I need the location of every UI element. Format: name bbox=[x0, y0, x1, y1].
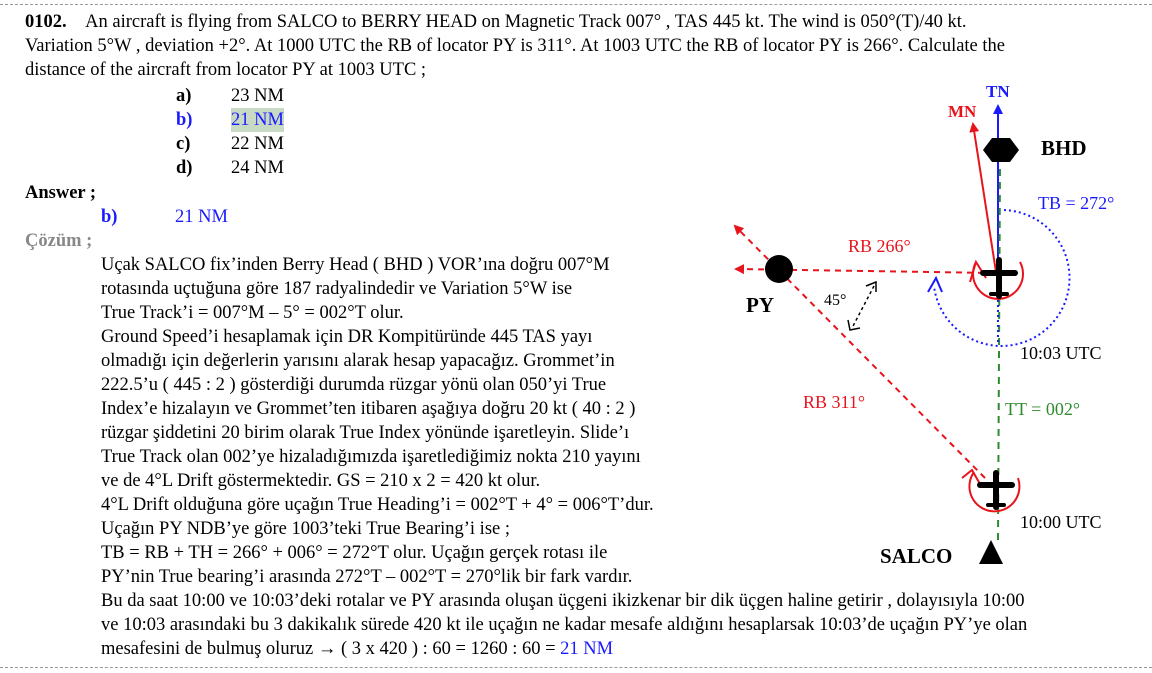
rb311-label: RB 311° bbox=[803, 392, 865, 412]
rb311-line bbox=[733, 224, 986, 479]
solution-last-prefix: mesafesini de bulmuş oluruz → ( 3 x 420 … bbox=[101, 639, 561, 659]
py-ndb-icon bbox=[765, 255, 793, 283]
solution-line: Ground Speed’i hesaplamak için DR Kompit… bbox=[101, 327, 593, 347]
bhd-vor-icon bbox=[983, 138, 1019, 162]
question-line-3: distance of the aircraft from locator PY… bbox=[25, 60, 427, 80]
true-track-line bbox=[997, 164, 1001, 541]
tb-arc-arrow bbox=[927, 275, 943, 293]
option-a-text: 23 NM bbox=[231, 86, 284, 106]
solution-line: Uçak SALCO fix’inden Berry Head ( BHD ) … bbox=[101, 255, 610, 275]
solution-line: 4°L Drift olduğuna göre uçağın True Head… bbox=[101, 495, 654, 515]
solution-line: ve de 4°L Drift göstermektedir. GS = 210… bbox=[101, 471, 541, 491]
tn-label: TN bbox=[986, 82, 1010, 101]
navigation-diagram: TN MN BHD TB = 272° RB 266° PY 45° 10:03… bbox=[733, 82, 1114, 568]
question-line-1: 0102. An aircraft is flying from SALCO t… bbox=[25, 10, 967, 34]
magnetic-north-line bbox=[969, 122, 997, 273]
solution-label: Çözüm ; bbox=[25, 231, 93, 251]
salco-label: SALCO bbox=[880, 544, 952, 568]
option-c-letter: c) bbox=[176, 134, 191, 154]
solution-result: 21 NM bbox=[560, 639, 614, 659]
time-1003-label: 10:03 UTC bbox=[1020, 343, 1102, 363]
solution-line: Bu da saat 10:00 ve 10:03’deki rotalar v… bbox=[101, 591, 1025, 611]
solution-line: 222.5’u ( 445 : 2 ) gösterdiği durumda r… bbox=[101, 375, 607, 395]
answer-letter: b) bbox=[101, 207, 118, 227]
solution-last-line: mesafesini de bulmuş oluruz → ( 3 x 420 … bbox=[101, 637, 613, 661]
option-a-letter: a) bbox=[176, 86, 192, 106]
aircraft-1003-icon bbox=[980, 257, 1018, 299]
solution-line: Index’e hizalayın ve Grommet’ten itibare… bbox=[101, 399, 636, 419]
solution-line: True Track olan 002’ye hizaladığımızda i… bbox=[101, 447, 641, 467]
top-divider bbox=[0, 4, 1152, 5]
bhd-label: BHD bbox=[1041, 136, 1087, 160]
angle-45-line bbox=[851, 285, 875, 329]
answer-text: 21 NM bbox=[175, 207, 228, 227]
question-line-2: Variation 5°W , deviation +2°. At 1000 U… bbox=[25, 36, 1005, 56]
solution-line: ve 10:03 arasındaki bu 3 dakikalık süred… bbox=[101, 615, 1028, 635]
tb-label: TB = 272° bbox=[1038, 193, 1114, 213]
option-d-letter: d) bbox=[176, 158, 193, 178]
rb266-label: RB 266° bbox=[848, 236, 911, 256]
question-number: 0102. bbox=[25, 12, 67, 32]
solution-line: True Track’i = 007°M – 5° = 002°T olur. bbox=[101, 303, 404, 323]
question-text-1: An aircraft is flying from SALCO to BERR… bbox=[85, 12, 967, 32]
option-c-text: 22 NM bbox=[231, 134, 284, 154]
answer-label: Answer ; bbox=[25, 183, 97, 203]
angle-45-label: 45° bbox=[824, 292, 846, 309]
mn-label: MN bbox=[948, 102, 977, 121]
aircraft-1000-icon bbox=[977, 470, 1015, 510]
bottom-divider bbox=[0, 667, 1152, 668]
solution-line: rotasında uçtuğuna göre 187 radyalindedi… bbox=[101, 279, 573, 299]
solution-line: rüzgar şiddetini 20 birim olarak True In… bbox=[101, 423, 630, 443]
solution-line: PY’nin True bearing’i arasında 272°T – 0… bbox=[101, 567, 633, 587]
solution-line: TB = RB + TH = 266° + 006° = 272°T olur.… bbox=[101, 543, 608, 563]
salco-triangle-icon bbox=[979, 540, 1003, 564]
solution-line: olmadığı için değerlerin yarısını alarak… bbox=[101, 351, 615, 371]
option-b-letter: b) bbox=[176, 110, 193, 130]
solution-line: Uçağın PY NDB’ye göre 1003’teki True Bea… bbox=[101, 519, 510, 539]
py-label: PY bbox=[746, 293, 774, 317]
rb-arc-1000 bbox=[968, 471, 1021, 513]
option-d-text: 24 NM bbox=[231, 158, 284, 178]
option-b-text: 21 NM bbox=[231, 108, 284, 132]
time-1000-label: 10:00 UTC bbox=[1020, 512, 1102, 532]
rb-arc-1000-head bbox=[961, 468, 981, 485]
angle-45-arrowhead bbox=[865, 280, 877, 292]
tt-label: TT = 002° bbox=[1005, 399, 1080, 419]
angle-45-arrowhead bbox=[847, 319, 861, 331]
